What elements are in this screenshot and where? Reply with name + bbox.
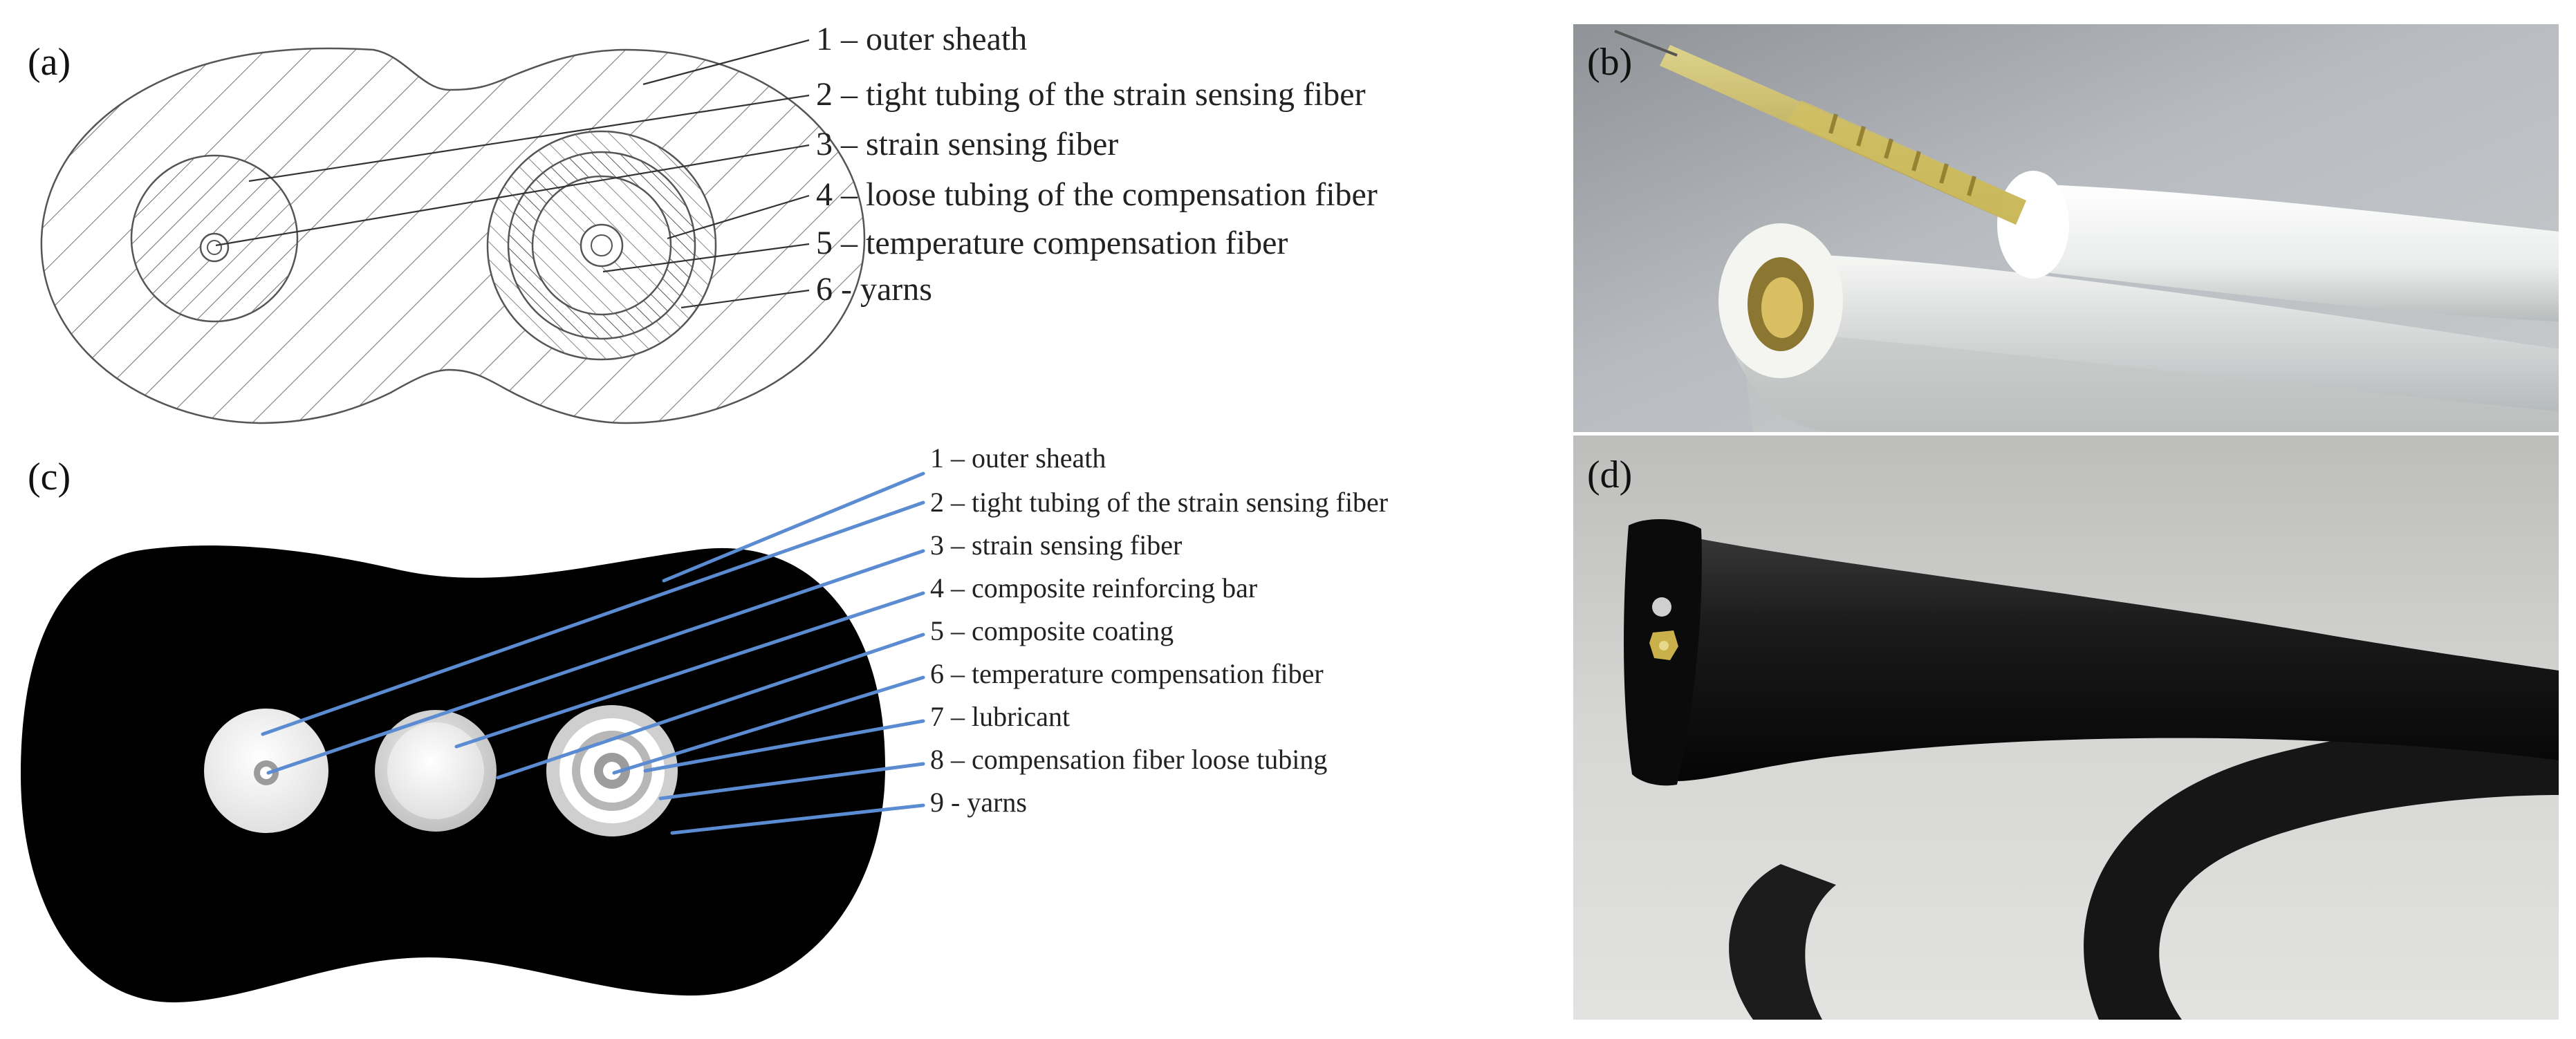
label-c-5: 5 – composite coating	[930, 615, 1174, 646]
label-a-6: 6 - yarns	[816, 271, 932, 308]
label-a-5: 5 – temperature compensation fiber	[816, 225, 1288, 261]
compensation-fiber-c	[603, 762, 621, 780]
label-a-4: 4 – loose tubing of the compensation fib…	[816, 176, 1378, 213]
label-c-7: 7 – lubricant	[930, 701, 1070, 732]
photo-b	[1573, 24, 2559, 432]
panel-c-diagram: 1 – outer sheath 2 – tight tubing of the…	[21, 442, 1388, 1002]
panel-a-diagram: 1 – outer sheath 2 – tight tubing of the…	[40, 21, 1378, 424]
label-a-1: 1 – outer sheath	[816, 21, 1027, 57]
label-c-9: 9 - yarns	[930, 787, 1027, 818]
labels-a: 1 – outer sheath 2 – tight tubing of the…	[816, 21, 1378, 308]
photo-b-illustration	[1573, 24, 2559, 432]
labels-c: 1 – outer sheath 2 – tight tubing of the…	[930, 442, 1388, 818]
label-c-2: 2 – tight tubing of the strain sensing f…	[930, 487, 1388, 518]
label-c-4: 4 – composite reinforcing bar	[930, 572, 1257, 603]
photo-d-illustration	[1573, 436, 2559, 1020]
label-c-1: 1 – outer sheath	[930, 442, 1106, 474]
panel-a-letter: (a)	[28, 41, 71, 84]
label-c-3: 3 – strain sensing fiber	[930, 530, 1182, 561]
panel-c-letter: (c)	[28, 456, 71, 498]
panel-b-letter: (b)	[1587, 41, 1633, 84]
photo-d	[1573, 436, 2559, 1020]
label-a-3: 3 – strain sensing fiber	[816, 126, 1118, 162]
label-a-2: 2 – tight tubing of the strain sensing f…	[816, 76, 1366, 113]
reinforcing-bar-c	[387, 722, 484, 819]
label-c-6: 6 – temperature compensation fiber	[930, 658, 1324, 689]
leader-lines-a	[215, 39, 810, 309]
label-c-8: 8 – compensation fiber loose tubing	[930, 744, 1327, 775]
leader-lines-c	[261, 471, 925, 835]
panel-d-letter: (d)	[1587, 453, 1633, 496]
